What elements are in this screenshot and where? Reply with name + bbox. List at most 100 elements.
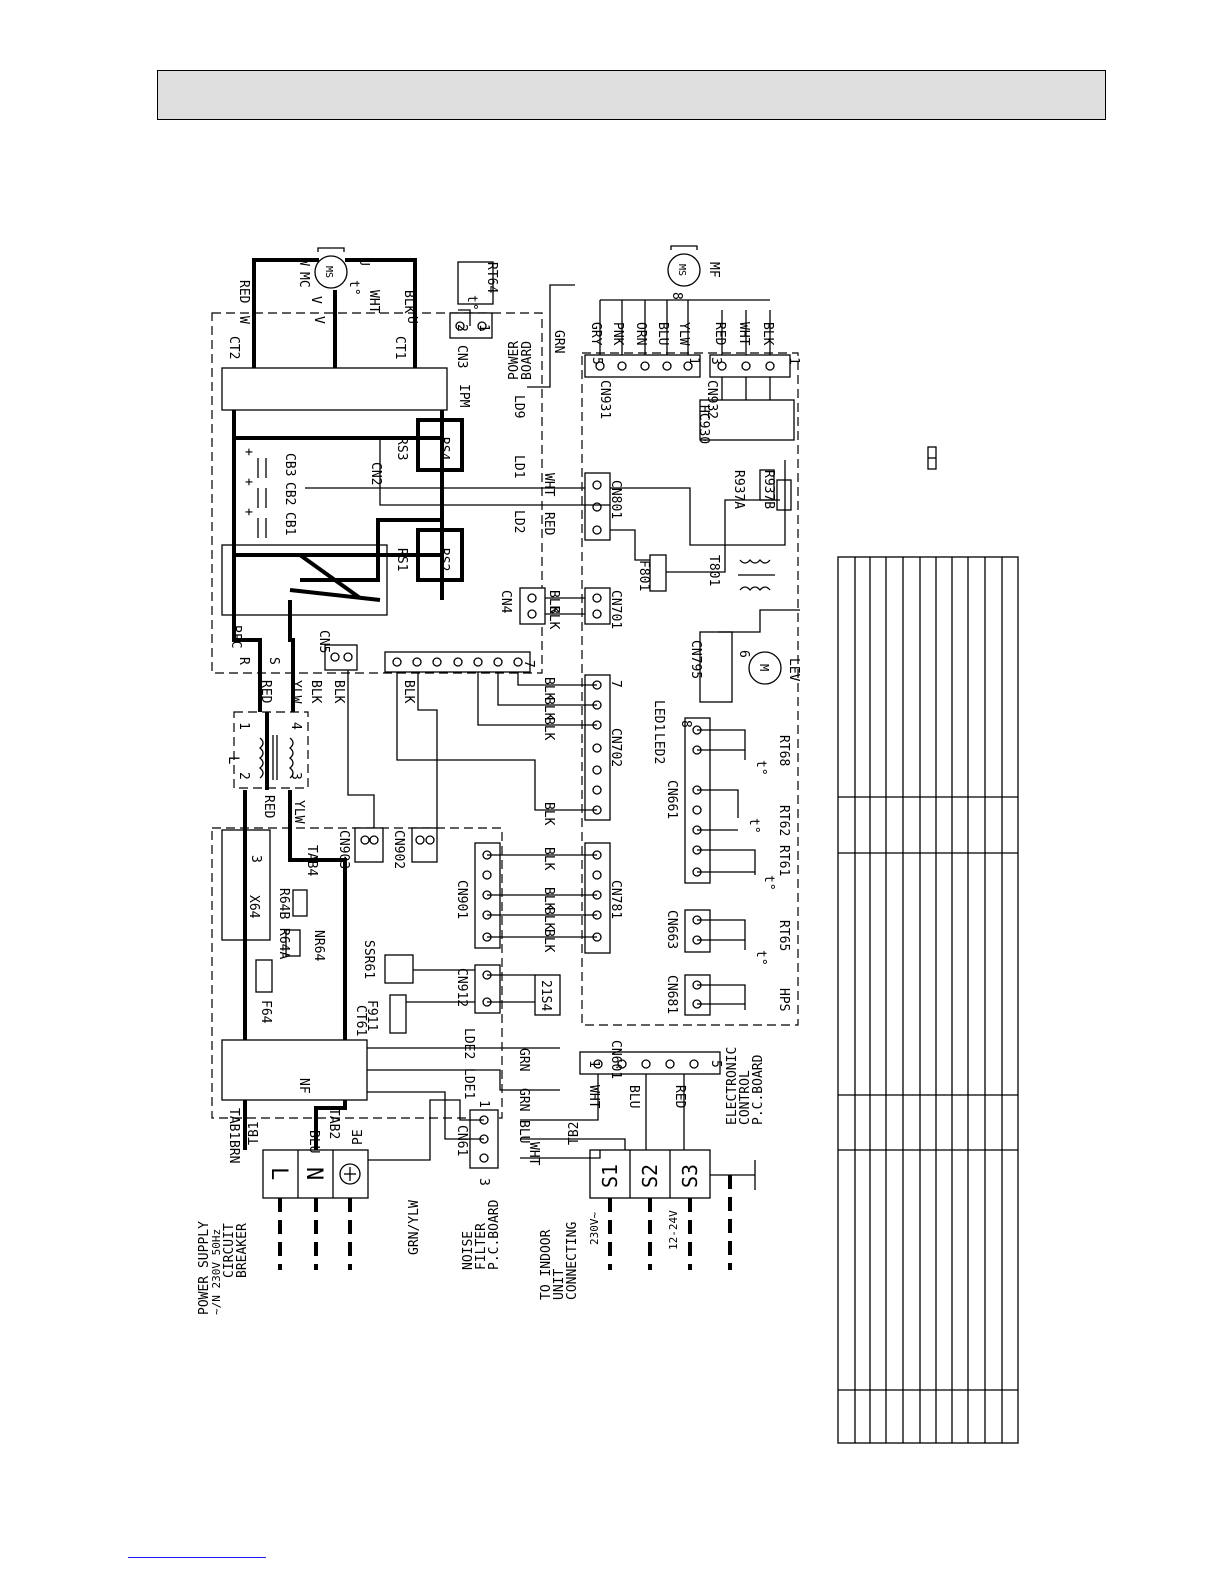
label-cn702: CN702	[608, 728, 623, 767]
label-wire-brn: BRN	[226, 1140, 241, 1163]
label-lde2: LDE2	[461, 1028, 476, 1059]
label-wire-wht-3: WHT	[526, 1142, 541, 1166]
label-electronic: ELECTRONIC	[725, 1047, 740, 1125]
footer-rule	[128, 1557, 266, 1558]
label-ct61: CT61	[353, 1005, 368, 1036]
lev-motor	[748, 651, 782, 685]
terminal-block-tb1: L N	[262, 1149, 369, 1199]
fan-motor-mf	[667, 245, 701, 287]
label-s1: S1	[598, 1164, 622, 1188]
connector-cn902	[411, 827, 438, 863]
label-t-mc: t°	[346, 280, 361, 296]
reactor-box	[233, 711, 309, 789]
label-wire-red-mf: RED	[712, 322, 727, 346]
label-pin-1-cn601: 1	[586, 1060, 601, 1068]
label-rt62: RT62	[776, 805, 791, 836]
fuse-f801	[649, 554, 667, 592]
connector-cn661	[684, 717, 711, 884]
label-cn901: CN901	[454, 880, 469, 919]
label-ld9: LD9	[511, 395, 526, 418]
label-t801: T801	[706, 555, 721, 586]
label-grn-ylw: GRN/YLW	[407, 1200, 422, 1255]
ssr61-symbol	[384, 954, 414, 984]
label-rt68: RT68	[776, 735, 791, 766]
label-cn801: CN801	[608, 480, 623, 519]
label-pin-7-cn702: 7	[608, 680, 623, 688]
label-ec-pcb: P.C.BOARD	[751, 1054, 766, 1125]
label-cn932: CN932	[704, 380, 719, 419]
label-plus-cb3: +	[241, 448, 256, 456]
label-ct1: CT1	[392, 336, 407, 359]
label-ms-mf: MS	[676, 264, 687, 276]
transformer-t801	[738, 558, 775, 592]
label-wire-blk-7: BLK	[541, 697, 556, 721]
label-wire-wht-mc: WHT	[366, 290, 381, 314]
fuse-f64	[255, 959, 273, 993]
label-pin-5-cn931: 5	[589, 357, 604, 365]
label-power-supply: POWER SUPPLY	[197, 1221, 212, 1315]
label-v: V	[311, 316, 326, 324]
label-wire-gry: GRY	[588, 322, 603, 346]
label-nf: NF	[296, 1078, 311, 1094]
label-s3: S3	[678, 1164, 702, 1188]
label-wire-red-3: RED	[541, 512, 556, 536]
label-pin-1-cn931: 1	[686, 357, 701, 365]
reactor-coils	[258, 735, 294, 780]
label-plus-cb2: +	[241, 478, 256, 486]
label-cn902: CN902	[391, 830, 406, 869]
label-mc: MC	[296, 272, 311, 288]
label-hps: HPS	[776, 988, 791, 1011]
label-plus-cb1: +	[241, 508, 256, 516]
label-t-rt68: t°	[753, 760, 768, 776]
label-r64b: R64B	[276, 888, 291, 919]
tb1-l-label: L	[266, 1167, 291, 1180]
label-l: L	[225, 756, 241, 764]
label-12-24v: 12-24V	[667, 1210, 680, 1250]
label-pin-1-cn932: 1	[786, 357, 801, 365]
label-ld1: LD1	[511, 455, 526, 478]
legend-table	[837, 446, 1019, 1444]
label-x64: X64	[246, 895, 261, 919]
label-ld2: LD2	[511, 510, 526, 533]
label-rt61: RT61	[776, 845, 791, 876]
label-wire-blu-2: BLU	[655, 322, 670, 345]
label-pin-3-cn61: 3	[476, 1178, 491, 1186]
label-wire-blk-2: BLK	[331, 680, 346, 704]
label-cb1: CB1	[282, 512, 297, 535]
label-wire-blk-1: BLK	[308, 680, 323, 704]
label-wire-blu-4: BLU	[626, 1085, 641, 1108]
label-f64: F64	[258, 1000, 273, 1024]
label-cn4: CN4	[498, 590, 513, 614]
label-f911: F911	[364, 1000, 379, 1031]
solenoid-21s4	[534, 974, 561, 1016]
label-to-indoor: TO INDOOR	[539, 1229, 554, 1300]
label-wire-red-mc: RED	[236, 280, 251, 304]
tb1-n-label: N	[301, 1167, 326, 1180]
label-wire-blk-12: BLK	[541, 907, 556, 931]
label-mf: MF	[706, 262, 721, 278]
label-wire-blu-1: BLU	[306, 1130, 321, 1153]
label-cn931: CN931	[597, 380, 612, 419]
label-cn903: CN903	[336, 830, 351, 869]
label-wire-blu-3: BLU	[516, 1120, 531, 1143]
label-led1: LED1	[651, 700, 666, 731]
compressor-motor-mc	[314, 247, 348, 289]
label-power-spec: ~/N 230V 50Hz	[210, 1229, 223, 1315]
label-wire-blk-10: BLK	[541, 847, 556, 871]
label-tab1: TAB1	[226, 1108, 241, 1139]
label-noise: NOISE	[461, 1231, 476, 1270]
label-control: CONTROL	[738, 1070, 753, 1125]
label-pin-8-mf: 8	[669, 292, 684, 300]
label-wire-ylw-1: YLW	[291, 800, 306, 824]
label-power-board-1: POWER	[507, 341, 522, 380]
label-wire-ylw-2: YLW	[288, 680, 303, 704]
label-wire-grn-3: GRN	[516, 1088, 531, 1111]
ipm-module	[221, 367, 448, 411]
label-pin-3-cn932: 3	[708, 357, 723, 365]
label-pin-3-l: 3	[288, 772, 303, 780]
main-power-wiring	[232, 258, 444, 1150]
label-pin-5-cn601: 5	[708, 1060, 723, 1068]
label-nf-pcb: P.C.BOARD	[487, 1199, 502, 1270]
label-cn701: CN701	[608, 590, 623, 629]
label-pfc: PFC	[228, 625, 243, 648]
